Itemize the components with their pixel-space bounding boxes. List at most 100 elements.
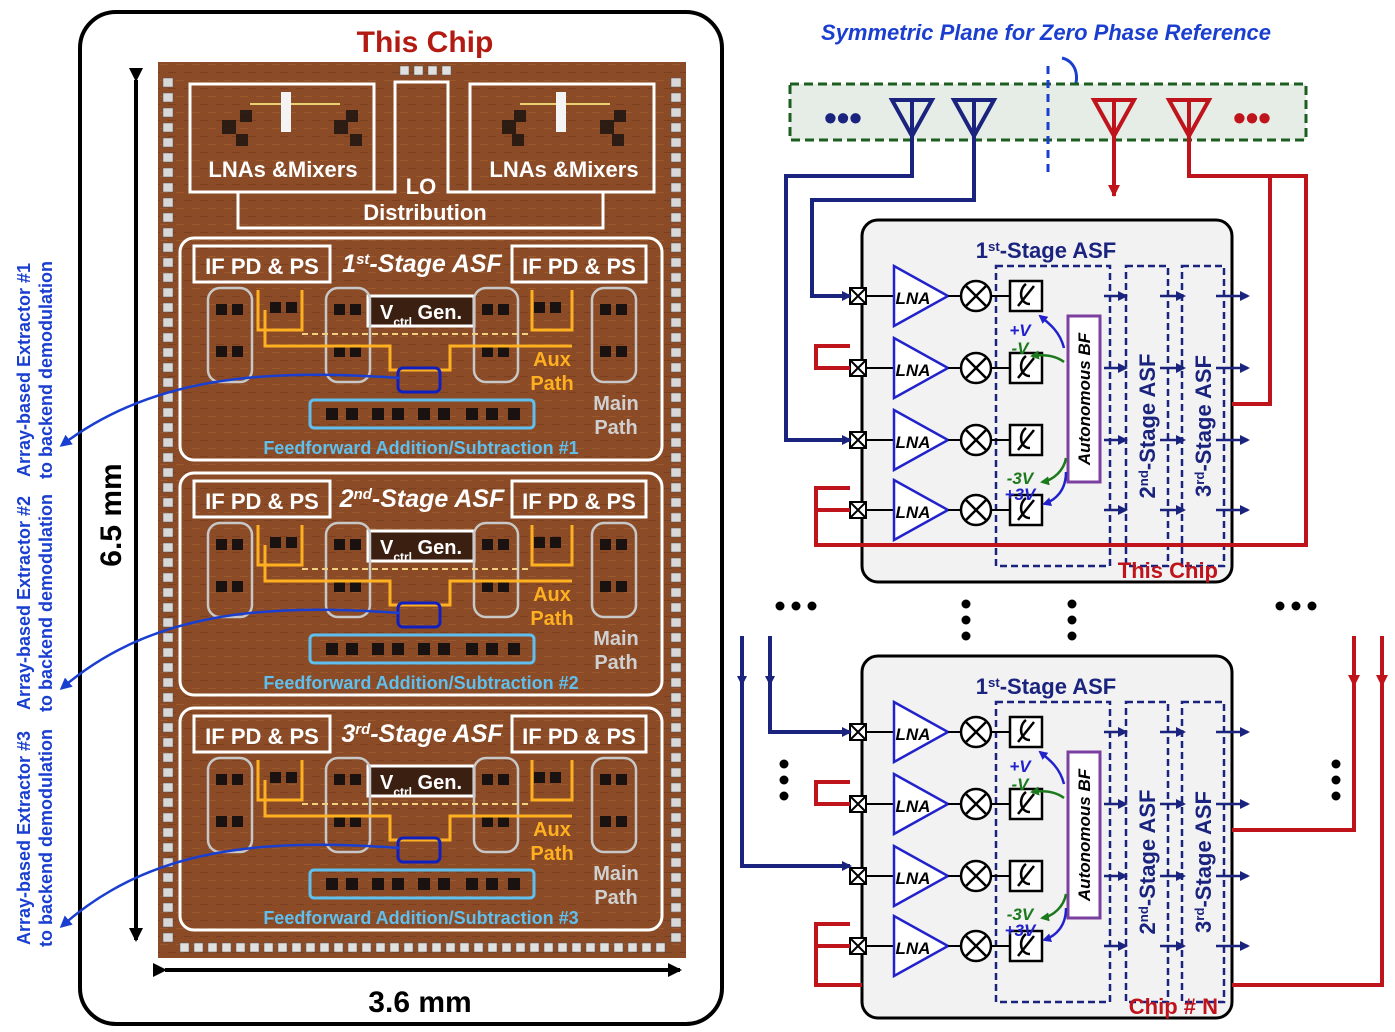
- bond-pad: [670, 377, 682, 388]
- bond-pad: [670, 197, 682, 208]
- bond-pad: [162, 782, 174, 793]
- bond-pad: [670, 467, 682, 478]
- autonomous-bf-label: Autonomous BF: [1075, 332, 1094, 466]
- if-pd-ps-label: IF PD & PS: [522, 724, 636, 749]
- switch-cross: [849, 867, 867, 885]
- switch-cross: [849, 501, 867, 519]
- bond-pad: [162, 572, 174, 583]
- extractor-tap-box: [396, 836, 442, 864]
- if-pd-ps-label: IF PD & PS: [205, 489, 319, 514]
- bond-pad: [670, 362, 682, 373]
- bond-pad: [670, 482, 682, 493]
- feedforward-label: Feedforward Addition/Subtraction #1: [263, 438, 578, 458]
- bond-pad: [162, 137, 174, 148]
- ellipsis-dot: [961, 615, 971, 625]
- extractor-tap-box: [396, 601, 442, 629]
- bond-pad: [670, 767, 682, 778]
- if-box-left: [192, 714, 332, 754]
- bond-pad: [557, 942, 568, 953]
- bond-pad: [277, 942, 288, 953]
- plus-v-label: +V: [1009, 757, 1032, 776]
- ellipsis-dot: [1067, 615, 1077, 625]
- bond-pad: [162, 437, 174, 448]
- bond-pad: [162, 842, 174, 853]
- bond-pad: [670, 692, 682, 703]
- if-pd-ps-label: IF PD & PS: [522, 489, 636, 514]
- bond-pad: [670, 242, 682, 253]
- bond-pad: [162, 212, 174, 223]
- antenna-ellipsis-right: •••: [1233, 97, 1271, 138]
- bond-pad: [670, 782, 682, 793]
- bond-pad: [670, 347, 682, 358]
- die-title: This Chip: [357, 26, 494, 59]
- if-pd-ps-label: IF PD & PS: [205, 724, 319, 749]
- red-feed: [814, 946, 862, 987]
- bond-pad: [162, 182, 174, 193]
- bond-pad: [162, 617, 174, 628]
- bond-pad: [162, 452, 174, 463]
- bond-pad: [641, 942, 652, 953]
- ellipsis-dot: [1275, 601, 1285, 611]
- extractor-subtitle: to backend demodulation: [36, 729, 56, 947]
- bond-pad: [670, 152, 682, 163]
- bond-pad: [670, 932, 682, 943]
- bond-pad: [162, 677, 174, 688]
- bond-pad: [162, 722, 174, 733]
- lna-label: LNA: [896, 289, 931, 308]
- minus-v-label: -V: [1012, 775, 1031, 794]
- autonomous-bf-label: Autonomous BF: [1075, 768, 1094, 902]
- bond-pad: [291, 942, 302, 953]
- lna-triangle: [892, 477, 951, 543]
- extractor-arrow: [59, 843, 401, 928]
- ellipsis-dot: [1291, 601, 1301, 611]
- lo-distribution-label: Distribution: [363, 200, 486, 225]
- bond-pad: [670, 272, 682, 283]
- bond-pad: [162, 917, 174, 928]
- stage-2-label: 2nd-Stage ASF: [1135, 354, 1160, 499]
- bond-pad: [670, 797, 682, 808]
- bond-pad: [670, 317, 682, 328]
- bond-pad: [221, 942, 232, 953]
- extractor-title: Array-based Extractor #1: [14, 263, 34, 477]
- bond-pad: [162, 812, 174, 823]
- stage-1-title: 1st-Stage ASF: [976, 238, 1117, 263]
- bond-pad: [670, 92, 682, 103]
- switch-cross: [849, 795, 867, 813]
- bond-pad: [670, 452, 682, 463]
- bond-pad: [162, 227, 174, 238]
- main-path-label: Path: [594, 652, 637, 674]
- bond-pad: [162, 467, 174, 478]
- main-path-cell: [206, 521, 254, 619]
- bond-pad: [670, 122, 682, 133]
- main-path-cell: [206, 286, 254, 384]
- bond-pad: [162, 77, 174, 88]
- bond-pad: [162, 107, 174, 118]
- lna-mixer-label-right: LNAs &Mixers: [489, 157, 638, 182]
- lna-triangle: [892, 771, 951, 837]
- bond-pad: [441, 65, 452, 76]
- bond-pad: [571, 942, 582, 953]
- lna-triangle: [892, 335, 951, 401]
- bond-pad: [162, 632, 174, 643]
- chip-outline: [860, 654, 1234, 1020]
- stage-1-title: 1st-Stage ASF: [976, 674, 1117, 699]
- minus-v-label: -V: [1012, 339, 1031, 358]
- red-feed: [814, 922, 850, 948]
- bond-pad: [162, 797, 174, 808]
- bond-pad: [670, 512, 682, 523]
- chip-label: This Chip: [1118, 558, 1218, 583]
- bond-pad: [487, 942, 498, 953]
- bond-pad: [207, 942, 218, 953]
- stage-3-label: 3rd-Stage ASF: [1191, 791, 1216, 933]
- bond-pad: [670, 737, 682, 748]
- bond-pad: [193, 942, 204, 953]
- bond-pad: [655, 942, 666, 953]
- if-pd-ps-label: IF PD & PS: [522, 254, 636, 279]
- lna-label: LNA: [896, 869, 931, 888]
- lna-triangle: [892, 699, 951, 765]
- lna-label: LNA: [896, 725, 931, 744]
- bond-pad: [179, 942, 190, 953]
- main-path-cell: [590, 286, 638, 384]
- bond-pad: [670, 887, 682, 898]
